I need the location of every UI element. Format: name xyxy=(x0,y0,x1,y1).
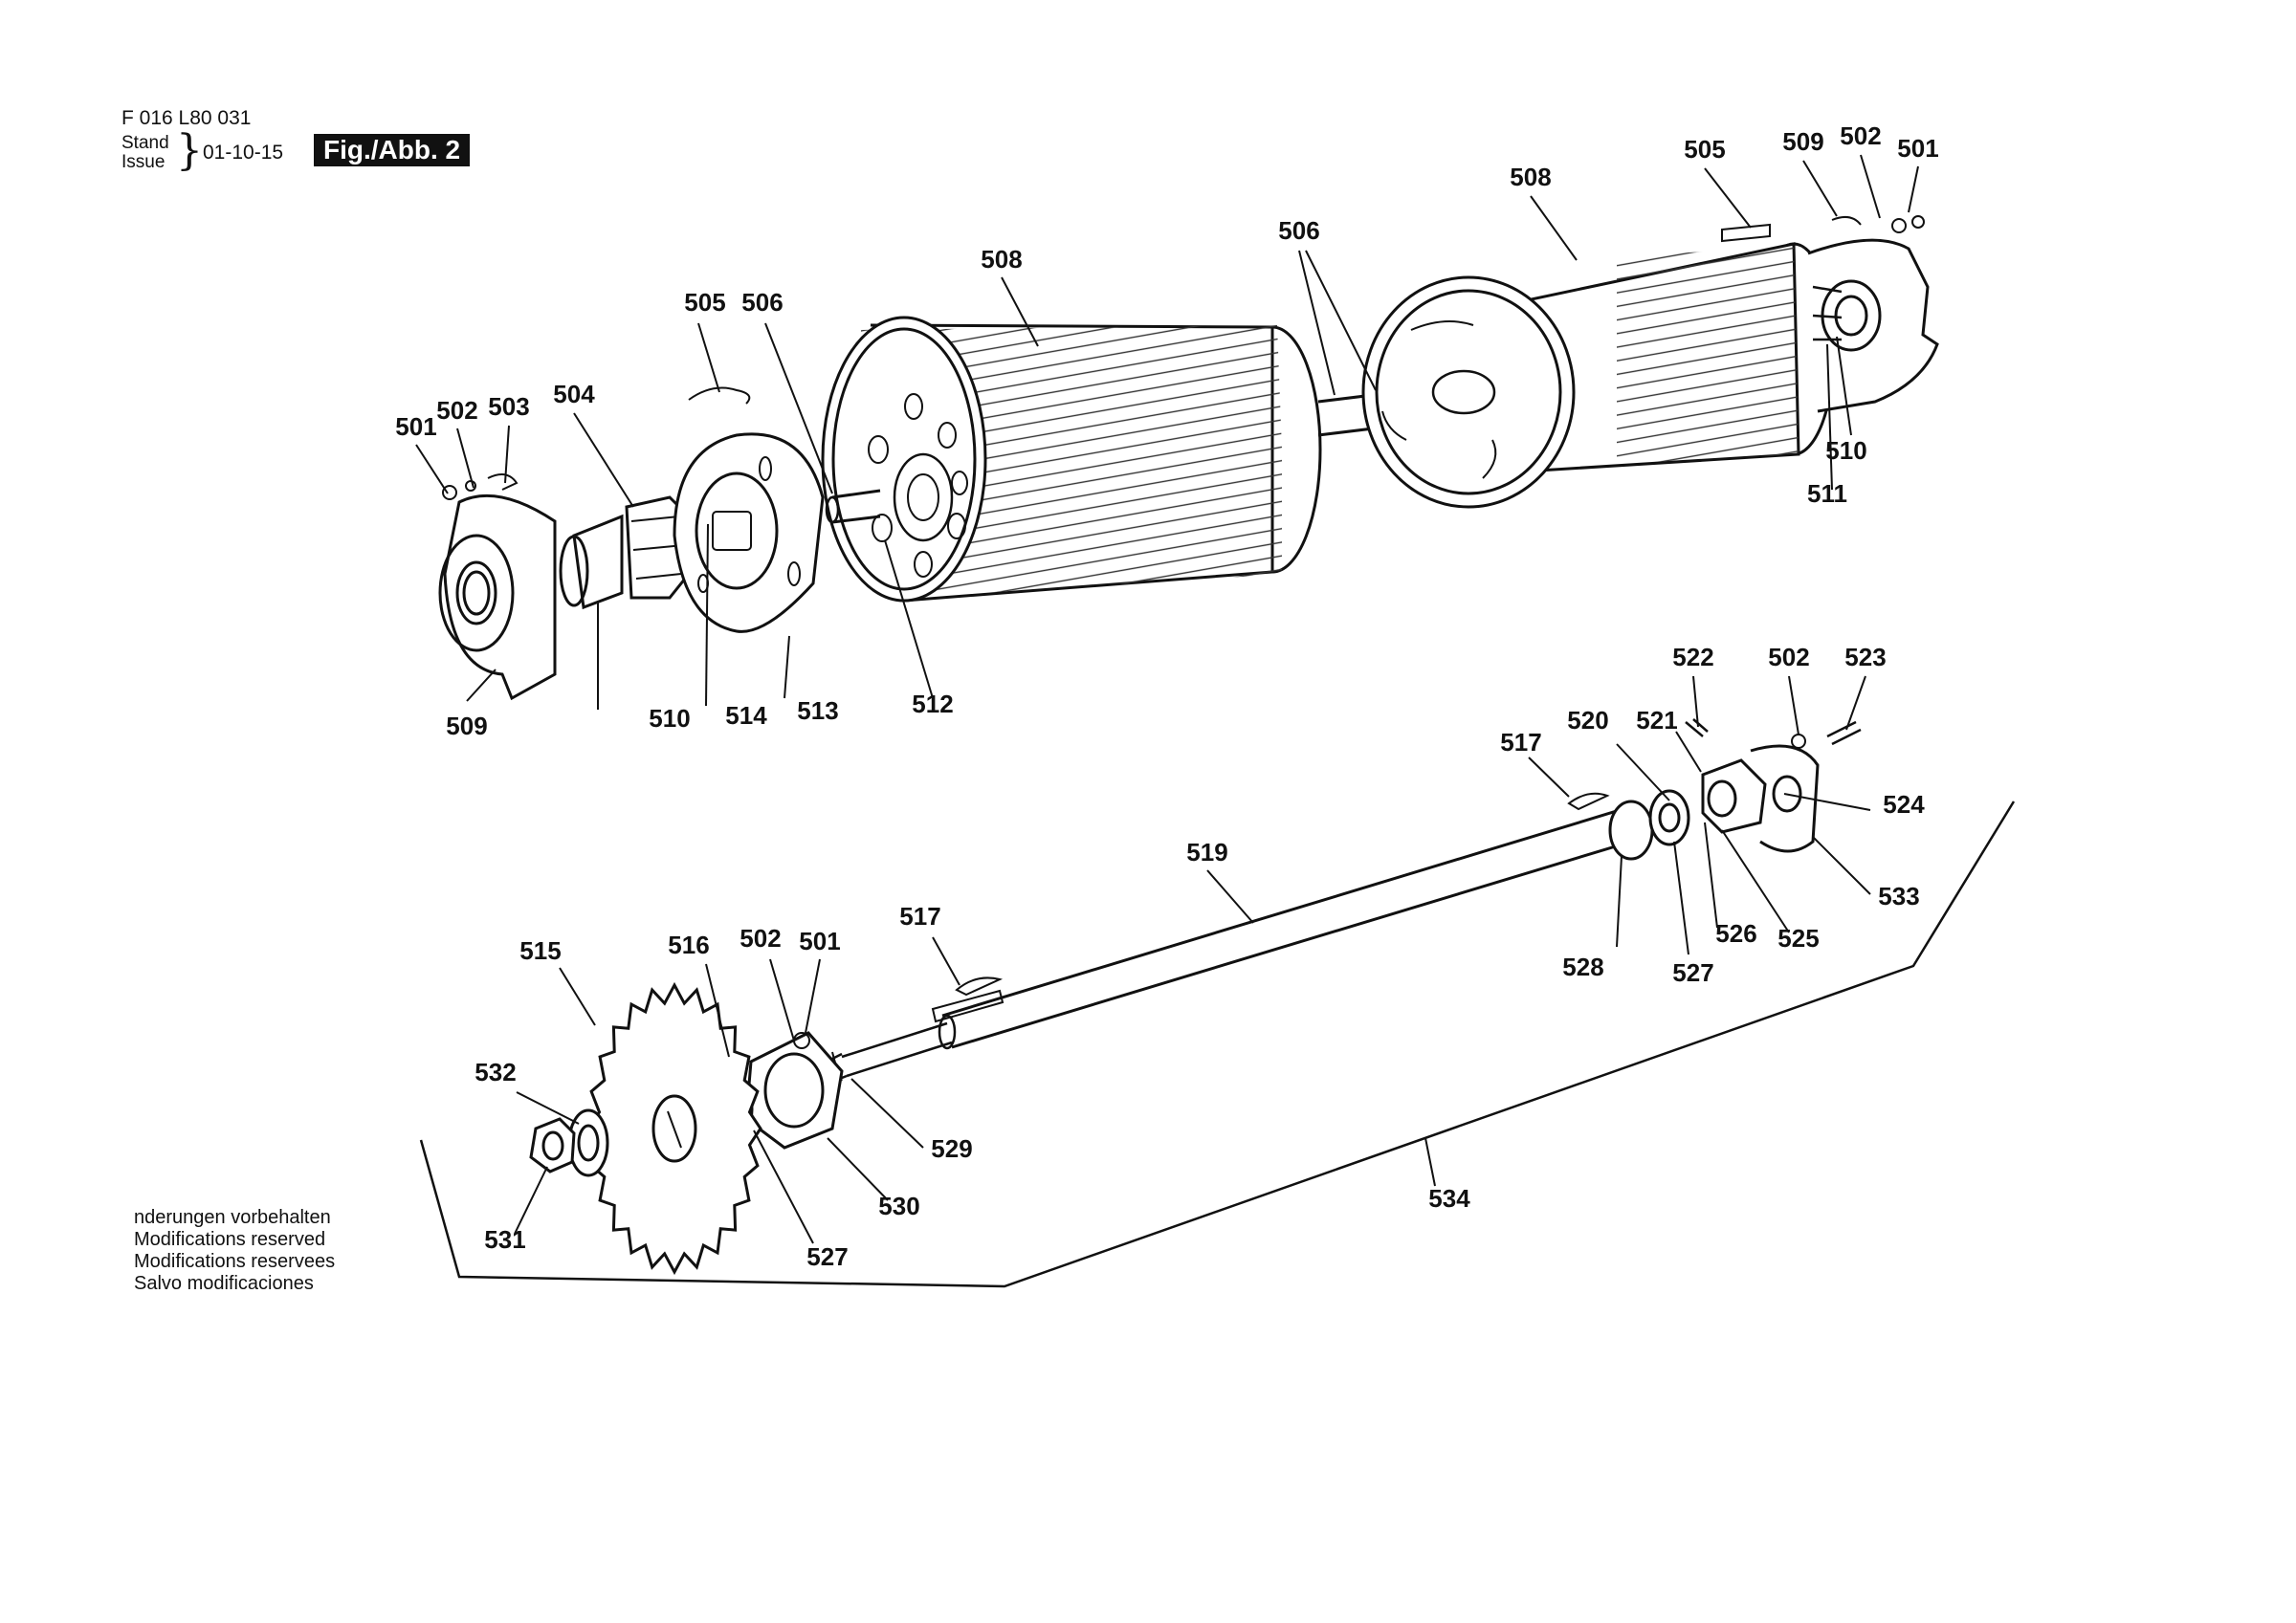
bearing-hub xyxy=(559,495,691,610)
part-number-label: 525 xyxy=(1777,924,1819,953)
modifications-line: Modifications reserved xyxy=(134,1229,326,1250)
leader-lines xyxy=(415,154,1919,1244)
part-number-label: 501 xyxy=(395,412,436,441)
brace-symbol: } xyxy=(176,126,203,175)
part-number-label: 521 xyxy=(1636,706,1677,735)
part-number-label: 502 xyxy=(436,396,477,425)
part-number-label: 523 xyxy=(1844,643,1886,671)
part-number-label: 512 xyxy=(912,690,953,718)
part-number-label: 522 xyxy=(1672,643,1713,671)
part-number-label: 517 xyxy=(1500,728,1541,757)
part-number-label: 533 xyxy=(1878,882,1919,910)
part-number-label: 528 xyxy=(1562,953,1603,981)
part-number-label: 505 xyxy=(684,288,725,317)
issue-date: 01-10-15 xyxy=(203,142,284,164)
modifications-line: Salvo modificaciones xyxy=(134,1273,314,1294)
figure-badge: Fig./Abb. 2 xyxy=(314,134,471,166)
right-end-plate xyxy=(1721,215,1939,413)
nut-and-washer xyxy=(529,1108,609,1177)
issue-label: Issue xyxy=(121,152,166,172)
part-number-label: 502 xyxy=(1840,121,1881,150)
part-number-label: 506 xyxy=(1278,216,1319,245)
part-number-label: 532 xyxy=(475,1058,516,1086)
part-number-label: 516 xyxy=(668,931,709,959)
left-drum xyxy=(821,316,1322,603)
part-number-label: 526 xyxy=(1715,919,1756,948)
enclosure-outline xyxy=(419,801,2016,1288)
part-number-label: 527 xyxy=(1672,958,1713,987)
part-number-label: 527 xyxy=(806,1242,848,1271)
right-shaft-end xyxy=(1608,718,1862,861)
part-number-label: 529 xyxy=(931,1134,972,1163)
part-number-label: 514 xyxy=(725,701,767,730)
part-number-label: 511 xyxy=(1807,479,1847,508)
part-number-label: 510 xyxy=(649,704,690,733)
part-number-label: 520 xyxy=(1567,706,1608,735)
stand-label: Stand xyxy=(121,133,169,153)
part-number-label: 503 xyxy=(488,392,529,421)
part-number-label: 501 xyxy=(1897,134,1938,163)
sprocket xyxy=(586,981,762,1276)
modifications-line: Modifications reservees xyxy=(134,1251,336,1272)
part-number-label: 502 xyxy=(740,924,781,953)
modifications-note: nderungen vorbehalten Modifications rese… xyxy=(134,1207,335,1295)
part-number-label: 506 xyxy=(741,288,783,317)
part-number-label: 501 xyxy=(799,927,840,955)
part-number-label: 504 xyxy=(553,380,595,408)
part-number-label: 510 xyxy=(1825,436,1866,465)
left-end-cap xyxy=(438,473,557,701)
part-number-label: 509 xyxy=(1782,127,1823,156)
part-number-label: 513 xyxy=(797,696,838,725)
part-number-label: 524 xyxy=(1883,790,1925,819)
part-number-label: 509 xyxy=(446,712,487,740)
part-number-label: 508 xyxy=(981,245,1022,274)
part-number-label: 531 xyxy=(484,1225,525,1254)
part-number-label: 534 xyxy=(1428,1184,1470,1213)
part-number-label: 515 xyxy=(519,936,561,965)
part-number-label: 519 xyxy=(1186,838,1227,866)
part-number-label: 530 xyxy=(878,1192,919,1220)
part-number-label: 508 xyxy=(1510,163,1551,191)
part-number-label: 502 xyxy=(1768,643,1809,671)
modifications-line: nderungen vorbehalten xyxy=(134,1207,331,1228)
document-number: F 016 L80 031 xyxy=(121,107,252,129)
flange-plate xyxy=(673,386,825,633)
part-number-label: 517 xyxy=(899,902,940,931)
part-number-label: 505 xyxy=(1684,135,1725,164)
right-drum xyxy=(1361,242,1836,509)
